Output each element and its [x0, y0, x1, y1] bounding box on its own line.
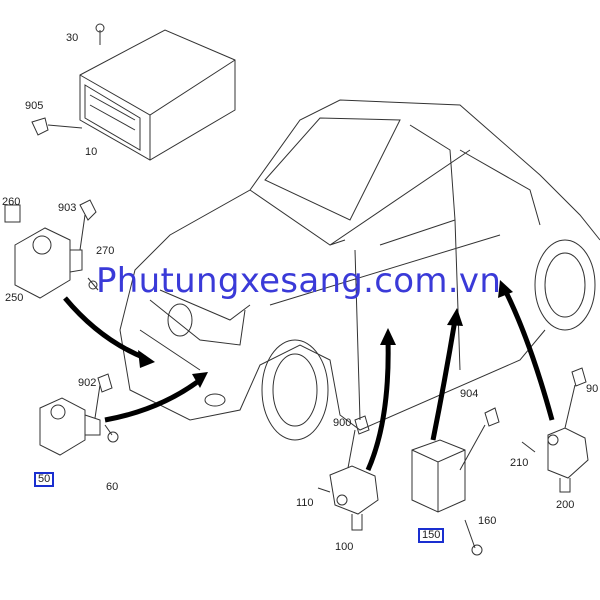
sensor-200-drawing: [521, 384, 589, 493]
arrowhead-100: [380, 328, 396, 345]
car-drawing: [119, 99, 600, 441]
arrow-50: [104, 377, 202, 423]
arrow-200: [502, 288, 555, 421]
label-60: 60: [106, 481, 119, 493]
arrows: [63, 288, 555, 472]
label-905: 905: [25, 100, 44, 112]
arrowhead-250: [138, 350, 155, 368]
label-250: 250: [5, 292, 24, 304]
label-260: 260: [2, 196, 21, 208]
sensor-100-drawing: [317, 429, 379, 531]
sensor-50-drawing: [39, 384, 119, 456]
label-270: 270: [96, 245, 115, 257]
arrowhead-150: [447, 308, 463, 326]
label-90: 90: [586, 383, 599, 395]
watermark-text: Phutungxesang.com.vn: [96, 261, 502, 301]
label-210: 210: [510, 457, 529, 469]
label-30: 30: [66, 32, 79, 44]
arrow-100: [365, 339, 391, 472]
label-900: 900: [333, 417, 352, 429]
label-50-highlighted: 50: [34, 472, 55, 487]
label-904: 904: [460, 388, 479, 400]
sensor-250-drawing: [4, 204, 99, 299]
label-200: 200: [556, 499, 575, 511]
label-110: 110: [296, 497, 314, 509]
arrow-250: [63, 296, 146, 361]
label-100: 100: [335, 541, 354, 553]
label-903: 903: [58, 202, 77, 214]
label-160: 160: [478, 515, 497, 527]
arrow-150: [430, 319, 458, 441]
sensor-150-drawing: [411, 424, 486, 556]
label-10: 10: [85, 146, 98, 158]
label-902: 902: [78, 377, 97, 389]
label-150-highlighted: 150: [418, 528, 445, 543]
arrowhead-50: [192, 372, 208, 388]
control-unit-drawing: [79, 23, 236, 161]
arrowhead-200: [498, 280, 513, 298]
